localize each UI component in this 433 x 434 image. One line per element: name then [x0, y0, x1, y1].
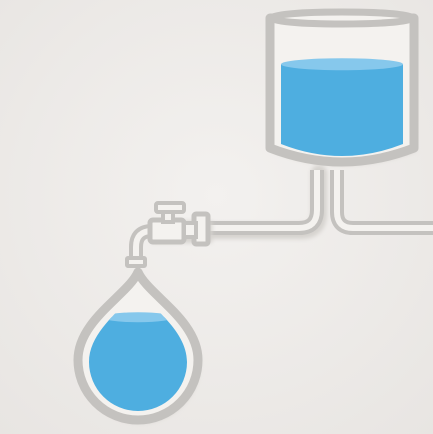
tank-water	[281, 64, 403, 156]
tank-water-surface	[281, 58, 403, 70]
water-tank-icon	[270, 12, 416, 165]
